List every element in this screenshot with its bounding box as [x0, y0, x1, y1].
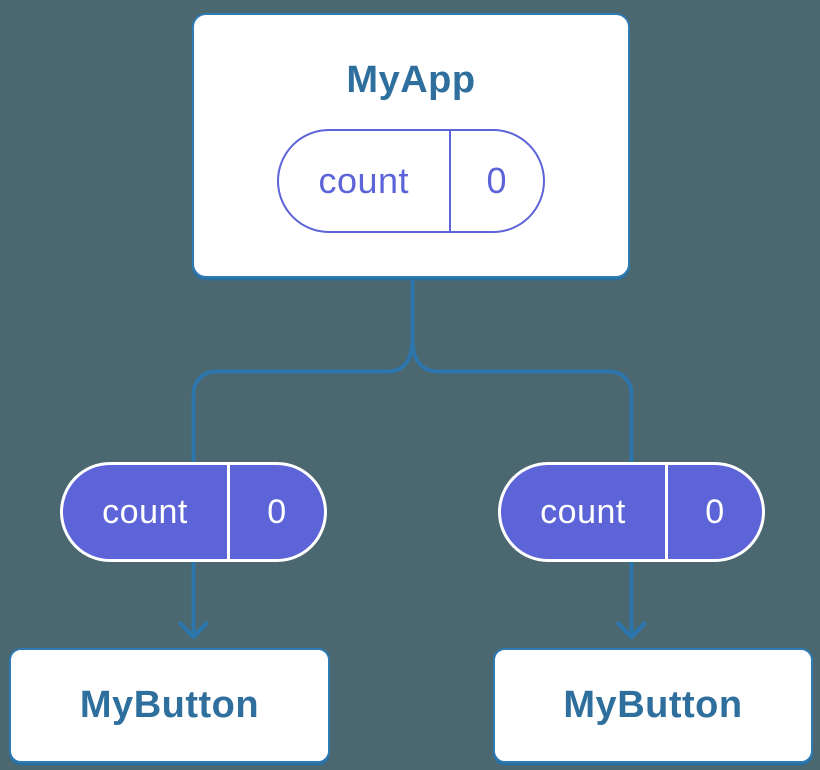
arrowhead-right-icon — [616, 621, 647, 640]
state-pill-name: count — [279, 130, 451, 231]
node-myapp-label: MyApp — [346, 59, 476, 101]
prop-pill-left-value: 0 — [267, 492, 287, 531]
state-pill-myapp: count 0 — [277, 128, 545, 233]
node-mybutton-right: MyButton — [493, 648, 813, 763]
prop-pill-right-name: count — [501, 465, 668, 559]
node-mybutton-left-label: MyButton — [79, 683, 260, 726]
connector-left-branch — [191, 338, 415, 633]
state-pill-value: 0 — [486, 159, 508, 201]
node-myapp: MyApp count 0 — [192, 13, 630, 278]
arrowhead-left-icon — [178, 621, 209, 640]
prop-pill-left-name: count — [63, 465, 230, 559]
node-mybutton-right-label: MyButton — [563, 683, 743, 726]
connector-right-branch — [410, 338, 634, 633]
prop-pill-right-value: 0 — [705, 492, 725, 531]
prop-pill-right: count 0 — [498, 462, 765, 562]
prop-pill-left: count 0 — [60, 462, 327, 562]
node-mybutton-left: MyButton — [9, 648, 330, 763]
